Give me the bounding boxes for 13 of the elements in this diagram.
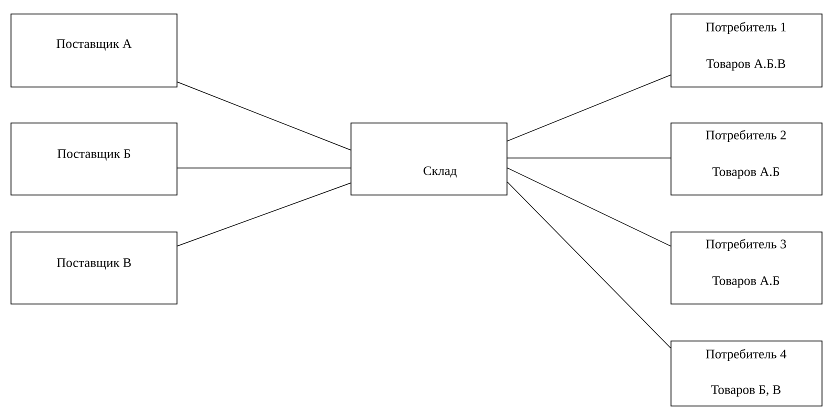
process-box: Поставщик А — [10, 14, 178, 88]
process-box: Потребитель 4 Товаров Б, В — [670, 340, 822, 406]
process-box: Склад — [350, 122, 508, 196]
connector-line — [177, 182, 351, 246]
connector-line — [507, 182, 671, 348]
connector-line — [507, 168, 671, 246]
process-box: Поставщик Б — [10, 122, 178, 196]
process-box: Потребитель 3 Товаров А.Б — [670, 232, 822, 304]
process-box: Поставщик В — [10, 232, 178, 304]
process-box: Потребитель 1 Товаров А.Б.В — [670, 14, 822, 88]
connector-line — [177, 82, 351, 150]
process-box: Потребитель 2 Товаров А.Б — [670, 122, 822, 196]
connector-line — [507, 74, 671, 142]
